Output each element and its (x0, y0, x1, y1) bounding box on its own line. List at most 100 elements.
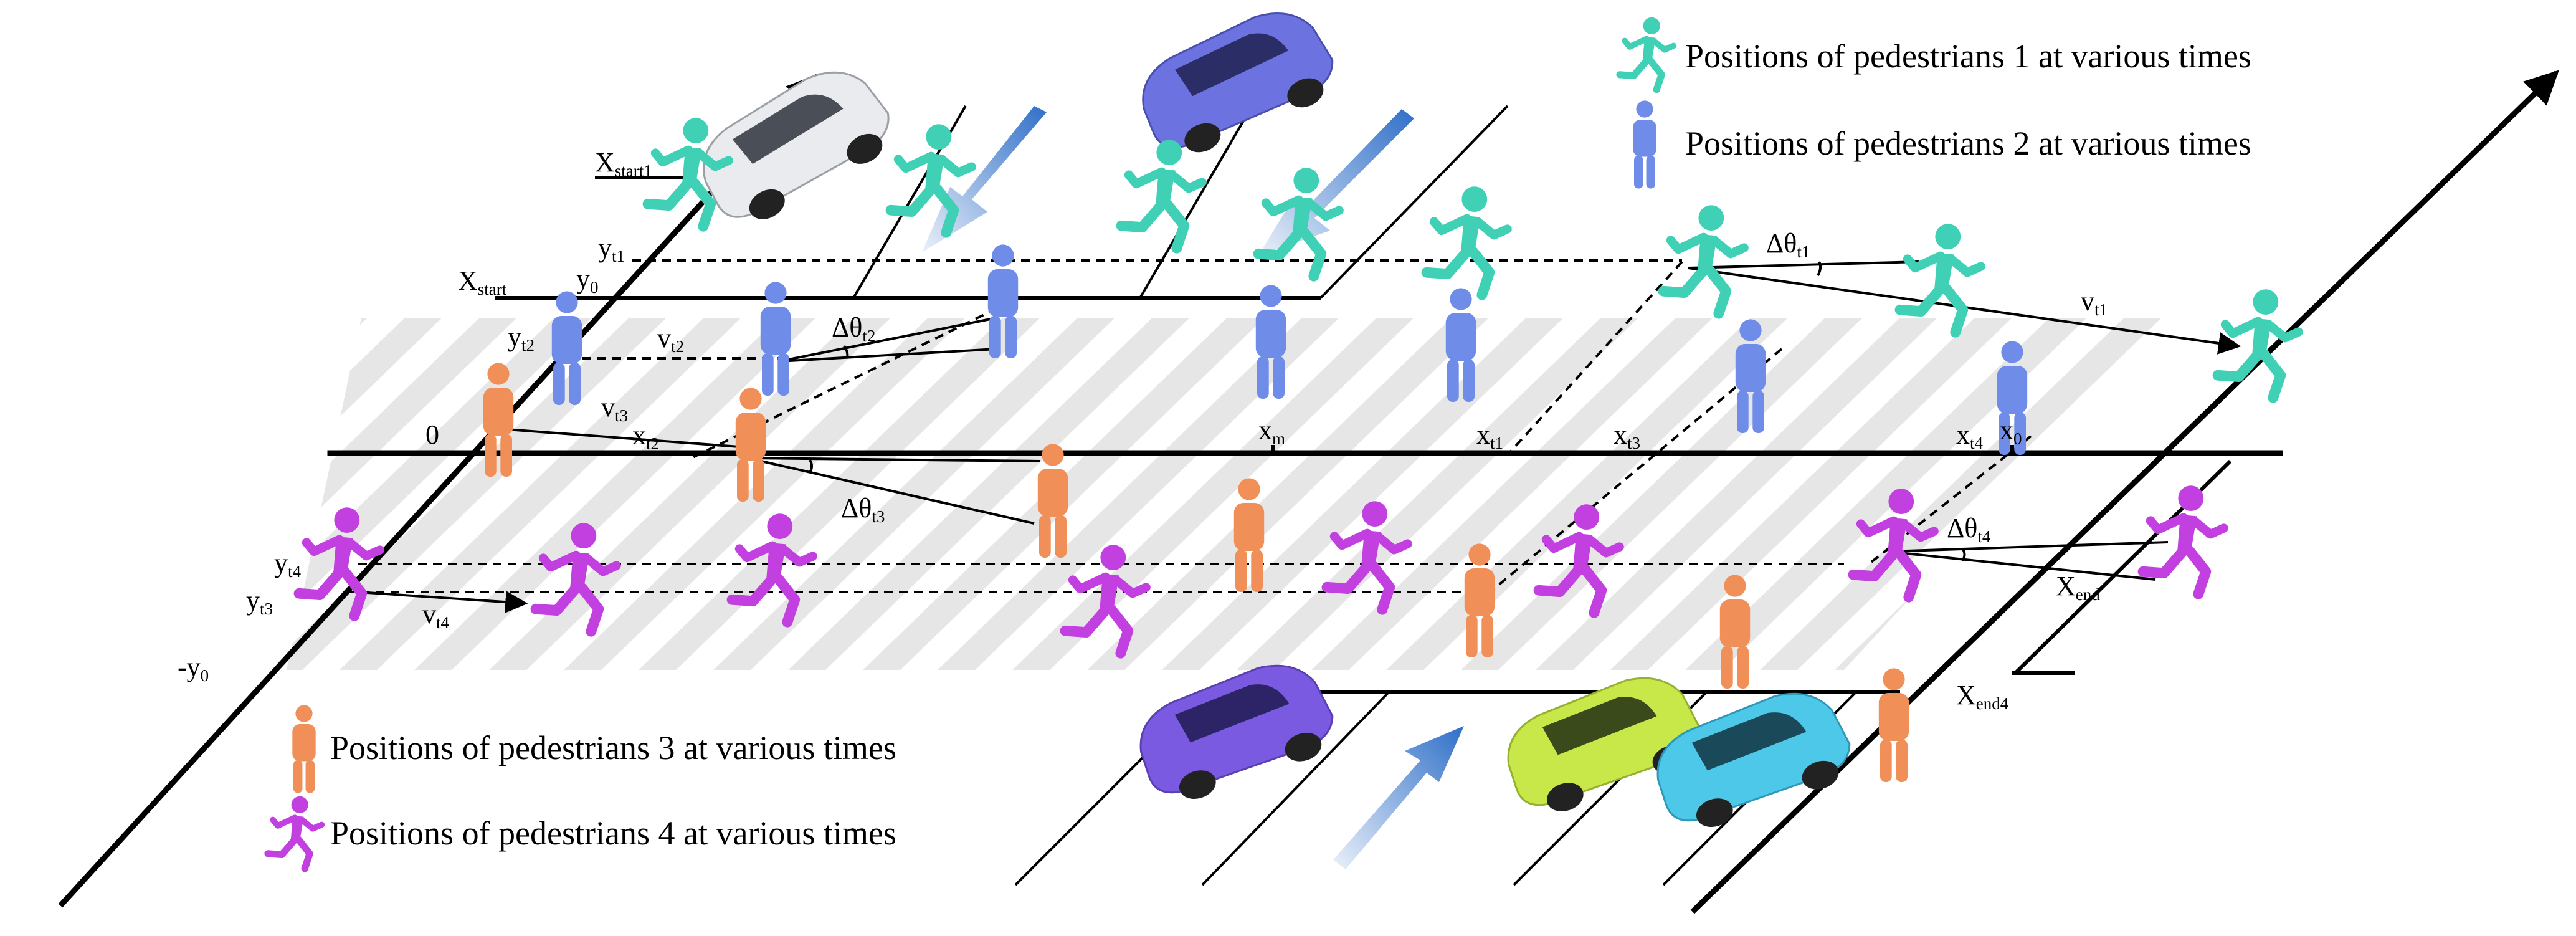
dtheta-t3-line (747, 457, 1035, 525)
label-y-t1: yt1 (598, 232, 625, 265)
vt3-line (498, 427, 748, 449)
pedestrian4-figure-2 (530, 523, 621, 637)
label-dtheta-t2: Δθt2 (832, 312, 875, 345)
legend-ped3: Positions of pedestrians 3 at various ti… (292, 705, 896, 793)
label-x-end4: Xend4 (1956, 680, 2009, 713)
legend-ped1-text: Positions of pedestrians 1 at various ti… (1685, 37, 2251, 75)
xt1-projection (1506, 260, 1683, 456)
zebra-stripe (2504, 312, 2576, 673)
label-v-t2: vt2 (657, 323, 684, 356)
label-dtheta-t3: Δθt3 (841, 493, 885, 526)
zebra-stripe (0, 312, 224, 673)
pedestrians (293, 118, 2303, 782)
pedestrian3-figure-6 (1719, 575, 1751, 689)
zebra-stripe (1308, 318, 1719, 670)
upper-lane-divider-2 (1139, 105, 1253, 299)
zebra-stripe (1084, 318, 1495, 670)
label-y-t3: yt3 (246, 585, 273, 618)
label-x-t4: xt4 (1956, 419, 1984, 452)
pedestrian4-figure-7 (1848, 489, 1939, 603)
zebra-stripe (710, 318, 1121, 670)
zebra-stripe (287, 318, 449, 670)
pedestrian4-figure-3 (726, 513, 817, 628)
legend-ped2: Positions of pedestrians 2 at various ti… (1633, 100, 2251, 189)
label-x-t1: xt1 (1476, 419, 1503, 452)
dtheta-t3-ref (747, 457, 1041, 462)
legend-ped4-text: Positions of pedestrians 4 at various ti… (330, 814, 896, 852)
legend-ped4: Positions of pedestrians 4 at various ti… (264, 796, 896, 872)
car-white (703, 71, 890, 219)
xt2-projection (691, 307, 997, 459)
pedestrian1-figure-2 (885, 124, 976, 238)
zebra-stripe (785, 318, 1196, 670)
pedestrian1-figure-7 (1894, 224, 1985, 338)
dtheta-t2-ref (778, 348, 997, 363)
upper-lane-divider-3 (1319, 105, 1509, 299)
pedestrian1-figure-5 (1421, 186, 1512, 300)
legend-ped3-text: Positions of pedestrians 3 at various ti… (330, 729, 896, 766)
pedestrian3-figure-5 (1464, 543, 1495, 657)
legend-ped1: Positions of pedestrians 1 at various ti… (1616, 17, 2251, 93)
pedestrian4-figure-4 (1060, 545, 1151, 659)
dtheta-t1-arc (1817, 261, 1822, 277)
pedestrian3-figure-7 (1878, 668, 1909, 782)
dtheta-t4-ref (1887, 541, 2169, 553)
pedestrian4-figure-1 (293, 507, 384, 621)
pedestrian1-figure-1 (642, 118, 733, 232)
label-x-0: x0 (2000, 415, 2022, 448)
left-axis (58, 73, 821, 908)
zebra-stripe (635, 318, 1047, 670)
zebra-stripe (287, 318, 299, 670)
pedestrian4-figure-6 (1533, 504, 1624, 618)
zebra-stripe (1533, 318, 1944, 670)
pedestrian2-figure-2 (760, 282, 791, 396)
label-v-t3: vt3 (601, 392, 628, 425)
label-x-t3: xt3 (1614, 419, 1640, 452)
lower-lane-divider-2 (1201, 690, 1390, 886)
label-v-t4: vt4 (422, 599, 450, 632)
legend-ped1-icon (1616, 17, 1677, 93)
vt2-line (778, 317, 997, 363)
pedestrian1-figure-8 (2212, 289, 2303, 403)
flow-arrow-down-left-2 (1258, 109, 1414, 255)
zebra-stripe (2430, 312, 2576, 673)
zebra-stripe (561, 318, 972, 670)
pedestrian1-figure-3 (1116, 140, 1207, 254)
xt3-projection (1481, 348, 1783, 599)
pedestrian2-figure-7 (1997, 341, 2028, 455)
zebra-stripe (934, 318, 1346, 670)
pedestrian3-figure-2 (735, 388, 766, 502)
zebra-stripe (0, 312, 75, 673)
legend-ped2-text: Positions of pedestrians 2 at various ti… (1685, 125, 2251, 162)
legend-ped2-icon (1633, 100, 1656, 189)
pedestrian2-figure-4 (1255, 285, 1286, 399)
vt4-line (358, 591, 528, 614)
label-dtheta-t1: Δθt1 (1766, 228, 1810, 261)
label-origin: 0 (425, 419, 439, 450)
dtheta-t4-arc (1961, 547, 1966, 562)
label-y-t2: yt2 (508, 322, 535, 355)
flow-arrow-up-right (1333, 726, 1464, 869)
car-blue (1142, 12, 1334, 153)
label-dtheta-t4: Δθt4 (1947, 513, 1991, 546)
legend-ped3-icon (292, 705, 316, 793)
label-x-start: Xstart (458, 265, 507, 298)
dtheta-t3-arc (809, 459, 813, 474)
pedestrian4-figure-8 (2137, 485, 2228, 599)
pedestrian2-figure-6 (1735, 319, 1766, 433)
cars (703, 12, 1851, 828)
zebra-stripe (2280, 312, 2576, 673)
zebra-stripe (2056, 318, 2168, 670)
legend-ped1-figure (1616, 17, 1677, 93)
zebra-stripe (2355, 312, 2576, 673)
label-y-0: y0 (576, 264, 599, 297)
legend-ped2-figure (1633, 100, 1656, 189)
zebra-stripe (1607, 318, 2018, 670)
pedestrian2-figure-3 (987, 244, 1019, 358)
zebra-stripe (0, 312, 150, 673)
car-purple (1139, 664, 1334, 800)
legend-ped3-figure (292, 705, 316, 793)
pedestrian3-figure-4 (1233, 478, 1265, 592)
label-x-m: xm (1258, 415, 1285, 448)
